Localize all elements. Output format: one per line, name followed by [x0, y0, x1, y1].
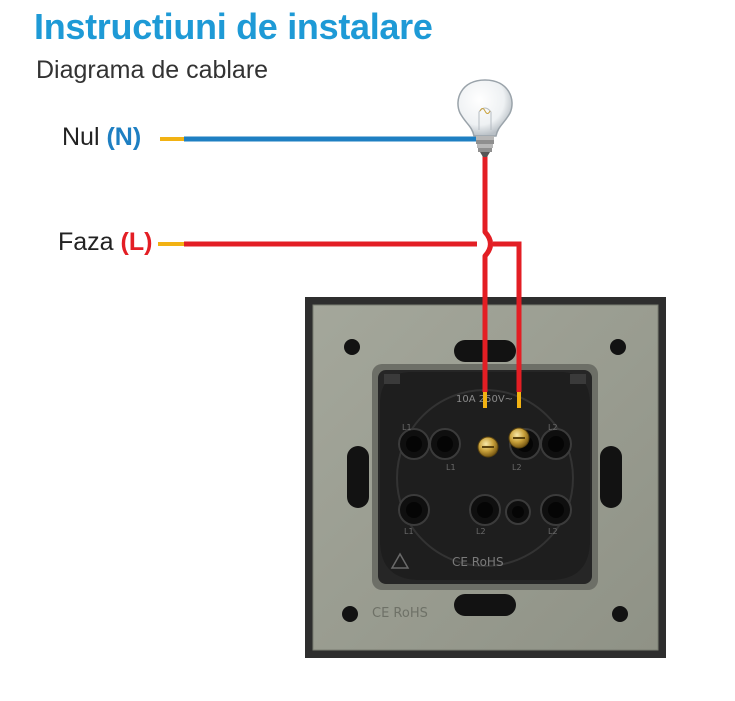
terminal-label-mid-l1: L1 — [446, 463, 456, 472]
diagram-subtitle: Diagrama de cablare — [36, 56, 269, 84]
phase-wire-code: (L) — [120, 228, 153, 256]
phase-wire-drop — [493, 241, 522, 392]
lamp-return-wire — [482, 156, 493, 392]
slot-bottom — [454, 594, 516, 616]
mount-hole-bottom-left — [342, 606, 358, 622]
slot-left — [347, 446, 369, 508]
phase-wire-name: Faza — [58, 228, 114, 256]
mount-hole-top-left — [344, 339, 360, 355]
mount-hole-top-right — [610, 339, 626, 355]
frame-cert-mark: CE RoHS — [372, 606, 428, 621]
neutral-wire-label: Nul (N) — [62, 123, 141, 152]
socket-module: 10A 250V~ L1 L2 L — [372, 364, 598, 590]
page-title: Instructiuni de instalare — [34, 6, 433, 47]
terminals — [398, 427, 572, 526]
mount-hole-bottom-right — [612, 606, 628, 622]
terminal-label-l1: L1 — [402, 423, 412, 432]
terminal-label-l2: L2 — [548, 423, 558, 432]
terminal-label-bottom-l2: L2 — [548, 527, 558, 536]
slot-right — [600, 446, 622, 508]
recycle-icon — [390, 552, 410, 569]
terminal-label-mid-l2: L2 — [512, 463, 522, 472]
terminal-label-bottom-l1: L1 — [404, 527, 414, 536]
module-cert-mark: CE RoHS — [452, 555, 504, 569]
terminal-label-bottom-mid: L2 — [476, 527, 486, 536]
phase-wire-label: Faza (L) — [58, 228, 152, 257]
neutral-wire-name: Nul — [62, 123, 100, 151]
socket-frame: CE RoHS — [305, 297, 666, 658]
light-bulb-icon — [457, 79, 513, 157]
neutral-wire-code: (N) — [106, 123, 142, 151]
